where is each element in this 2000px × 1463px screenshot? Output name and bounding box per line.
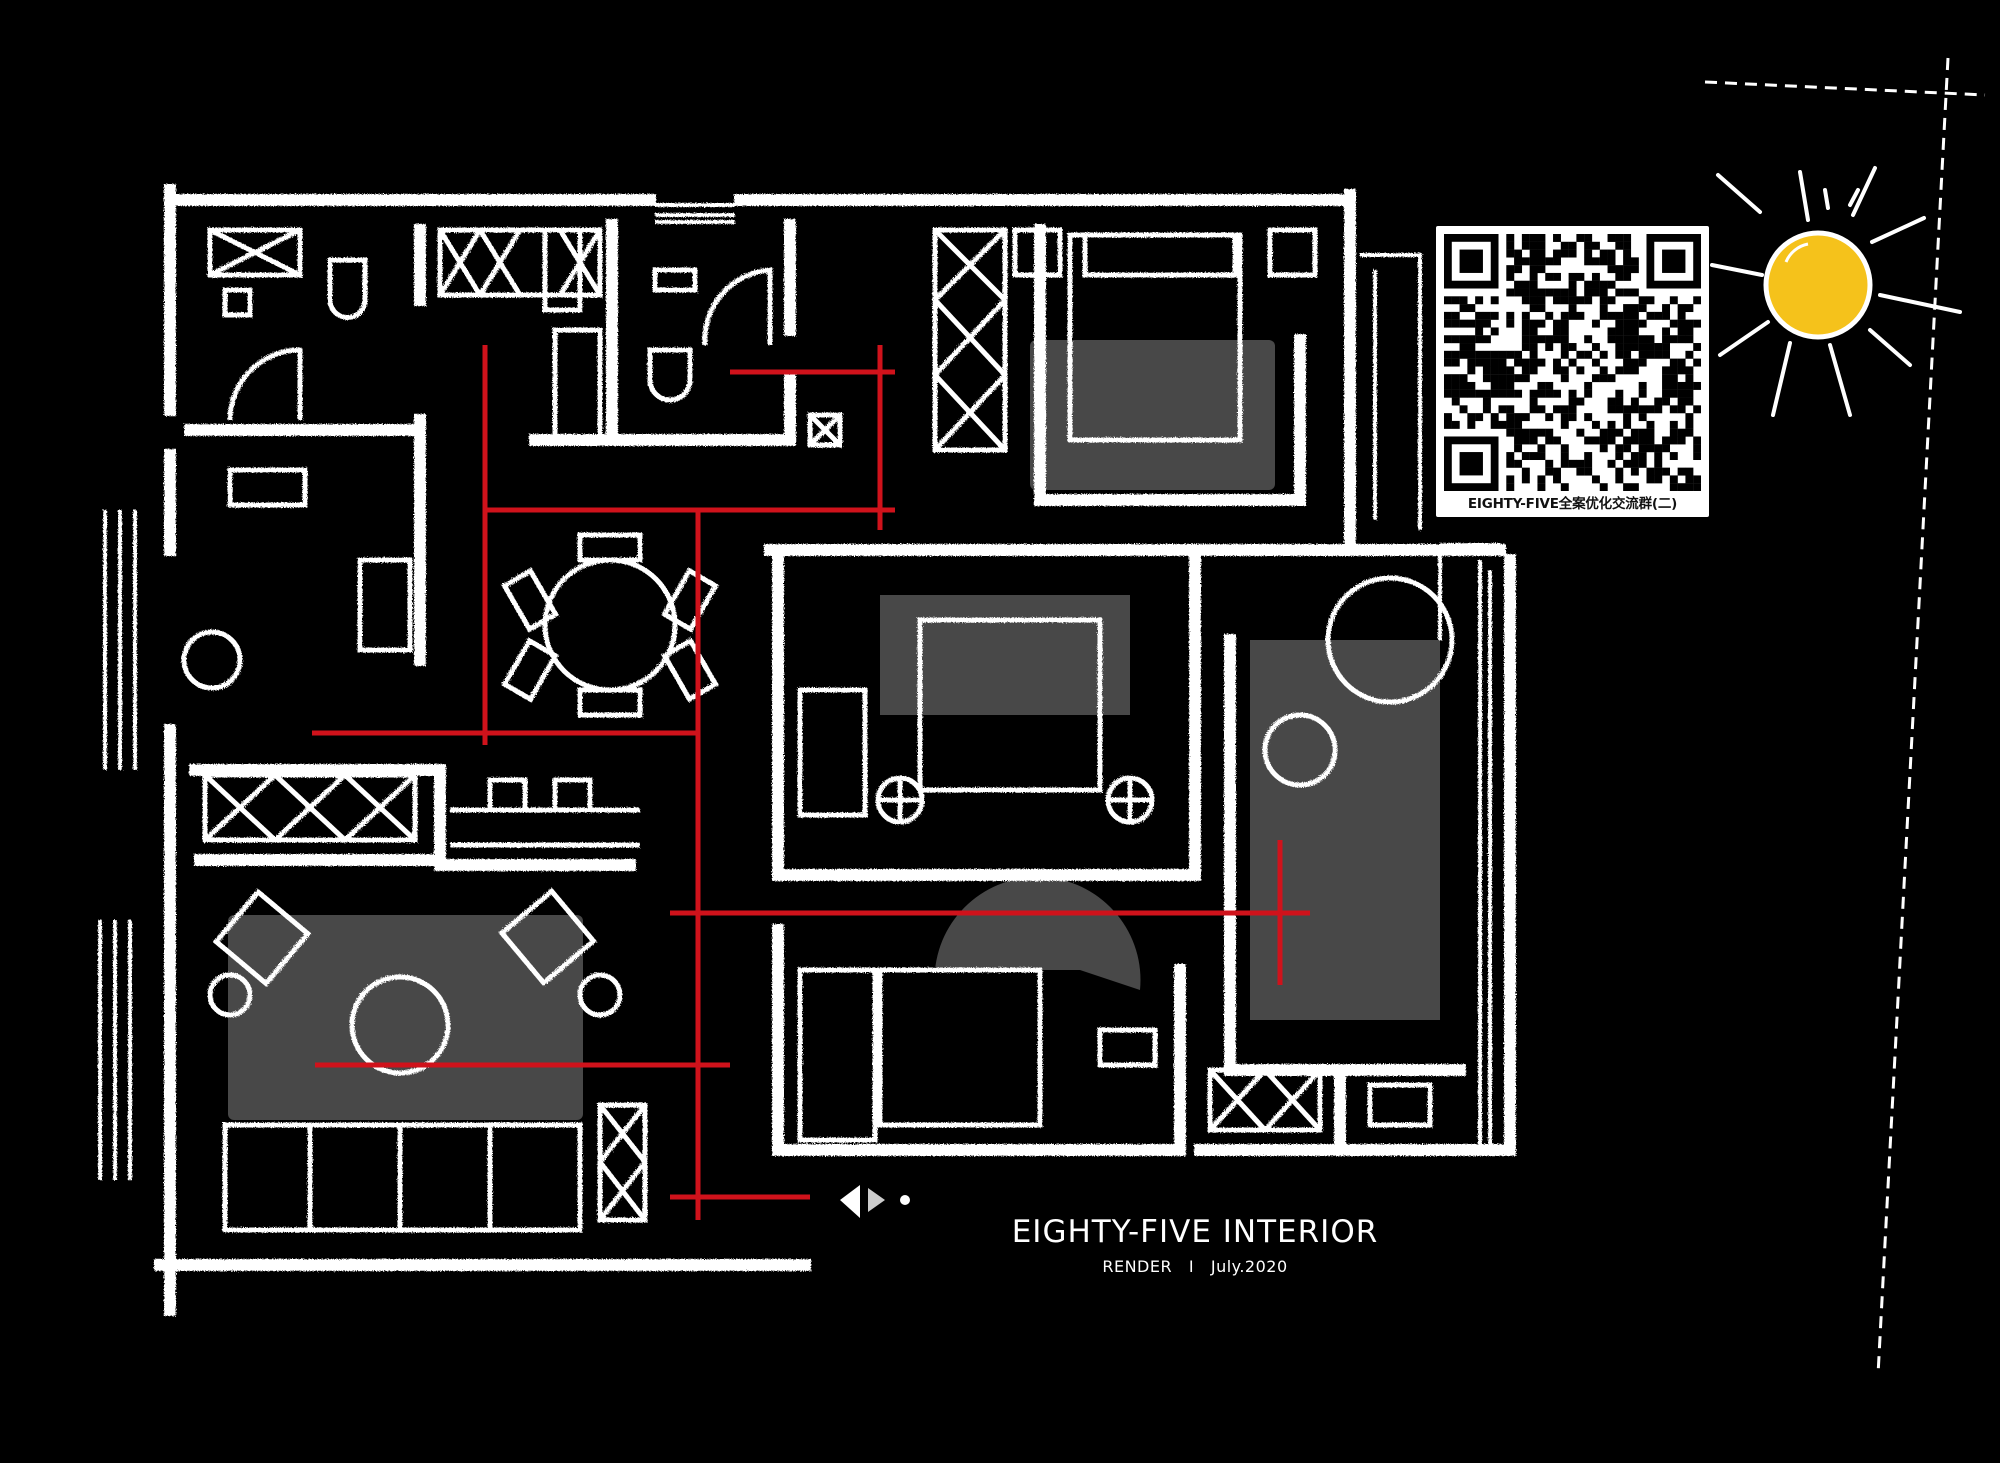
coffee-table xyxy=(349,974,451,1076)
qr-code[interactable] xyxy=(1444,234,1701,491)
toilet-icon xyxy=(327,257,368,320)
sun-icon xyxy=(1710,166,1962,417)
round-rug xyxy=(935,877,1141,990)
bed-icon xyxy=(1012,227,1318,443)
storage-cabinets xyxy=(202,227,1323,1223)
brand-title: EIGHTY-FIVE INTERIOR xyxy=(1011,1214,1379,1250)
walls xyxy=(154,184,1516,1316)
living-rug xyxy=(228,915,583,1120)
circulation-lines xyxy=(312,345,1310,1220)
speaker-mark xyxy=(840,1185,910,1218)
brand-block: EIGHTY-FIVE INTERIOR RENDER I July.2020 xyxy=(960,1210,1430,1280)
windows xyxy=(98,203,1500,1180)
door-swing-2 xyxy=(702,267,773,346)
dining-table-icon xyxy=(501,532,719,718)
brand-subtitle: RENDER I July.2020 xyxy=(960,1254,1430,1280)
bed-icon-2 xyxy=(797,617,1155,825)
furniture xyxy=(181,227,1455,1233)
separator: I xyxy=(1188,1257,1195,1276)
sofa-icon xyxy=(222,1122,583,1233)
render-date: July.2020 xyxy=(1210,1257,1288,1276)
bedroom1-rug xyxy=(1030,340,1275,490)
north-line xyxy=(1704,57,1986,1376)
render-label: RENDER xyxy=(1102,1257,1173,1276)
door-swing xyxy=(227,347,303,421)
floor-rugs xyxy=(228,340,1440,1120)
qr-caption: EIGHTY-FIVE全案优化交流群(二) xyxy=(1467,496,1678,512)
qr-code-card[interactable]: EIGHTY-FIVE全案优化交流群(二) xyxy=(1436,226,1709,517)
